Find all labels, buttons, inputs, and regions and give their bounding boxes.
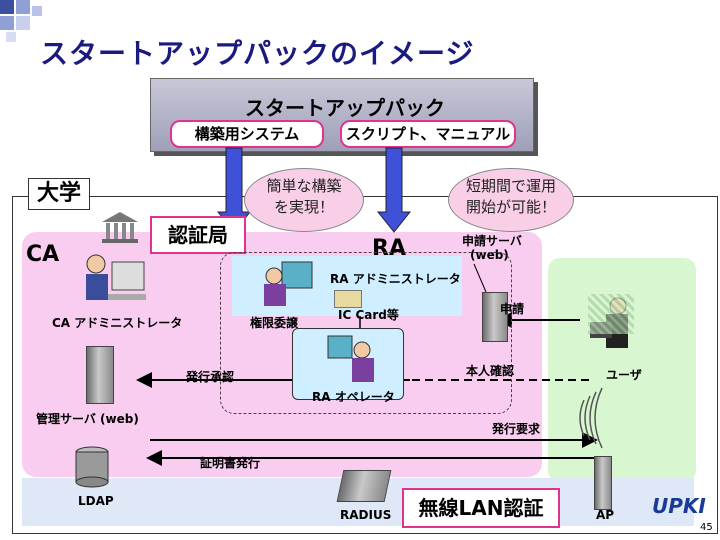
page-number: 45	[700, 522, 713, 533]
university-label: 大学	[28, 178, 90, 210]
scripts-arrow	[376, 147, 412, 233]
admin-server-label: 管理サーバ (web)	[36, 412, 139, 426]
ca-label: CA	[26, 242, 60, 267]
apply-server-pointer	[473, 263, 487, 293]
ra-admin-person-icon	[264, 261, 313, 306]
cert-issue-label: 証明書発行	[200, 456, 261, 470]
apply-label: 申請	[500, 302, 525, 316]
ra-region	[220, 252, 512, 414]
ra-operator-label: RA オペレータ	[312, 390, 395, 404]
ca-admin-label: CA アドミニストレータ	[52, 316, 183, 330]
ra-admin-label: RA アドミニストレータ	[330, 272, 461, 286]
wireless-waves-icon	[579, 387, 603, 449]
issue-request-label: 発行要求	[492, 422, 541, 436]
university-frame	[12, 196, 718, 534]
admin-server-icon	[86, 346, 114, 404]
identity-check-label: 本人確認	[466, 364, 515, 378]
ic-card-icon	[334, 290, 362, 308]
slide-title: スタートアップパックのイメージ	[40, 37, 475, 70]
radius-server-icon	[336, 470, 392, 502]
authority-delegation-label: 権限委譲	[250, 316, 299, 330]
upki-logo: UPKI	[652, 494, 706, 518]
ca-admin-person-icon	[86, 254, 146, 300]
ra-operator-person-icon	[327, 335, 374, 382]
user-label: ユーザ	[606, 368, 642, 382]
startup-pack-title: スタートアップパック	[245, 96, 445, 120]
user-background-pattern	[588, 294, 634, 334]
certificate-authority-label: 認証局	[150, 216, 246, 254]
apply-server-icon	[482, 292, 508, 342]
scripts-manual-label: スクリプト、マニュアル	[340, 120, 516, 148]
ap-device-icon	[594, 456, 612, 510]
easy-build-cloud: 簡単な構築 を実現！	[244, 168, 364, 232]
institution-icon	[102, 212, 138, 243]
apply-server-label: 申請サーバ	[462, 234, 522, 248]
ap-label: AP	[596, 508, 615, 522]
short-term-cloud: 短期間で運用 開始が可能！	[448, 168, 574, 232]
issue-approval-label: 発行承認	[186, 370, 235, 384]
radius-label: RADIUS	[340, 508, 392, 522]
ic-card-label: IC Card等	[338, 308, 399, 322]
wireless-lan-auth-label: 無線LAN認証	[402, 488, 560, 528]
build-system-label: 構築用システム	[170, 120, 324, 148]
ldap-database-icon	[75, 446, 109, 488]
ldap-label: LDAP	[78, 494, 114, 508]
